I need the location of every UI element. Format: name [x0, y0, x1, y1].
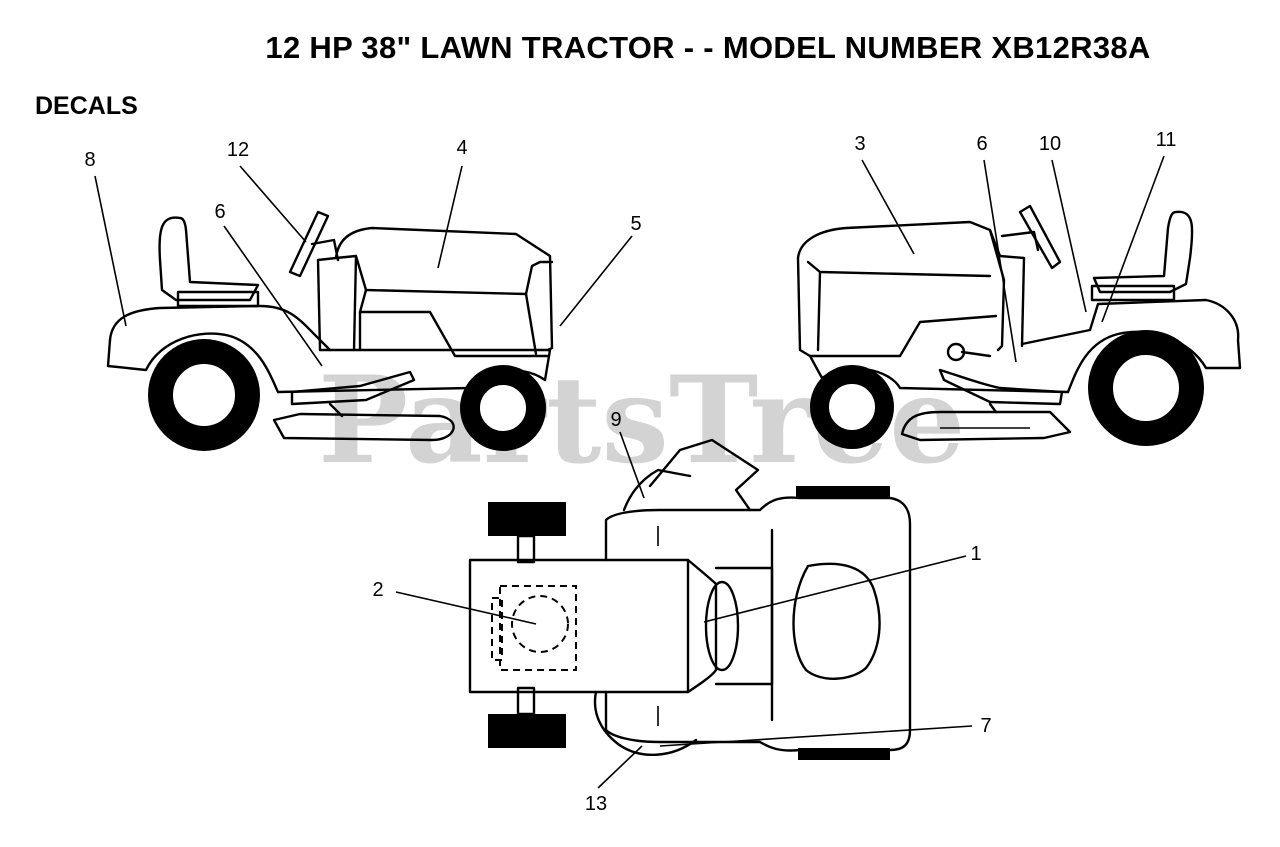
section-heading: DECALS [35, 92, 138, 120]
callout-10: 10 [1039, 133, 1061, 155]
page-title: 12 HP 38" LAWN TRACTOR - - MODEL NUMBER … [265, 30, 1151, 65]
callout-2: 2 [372, 579, 383, 601]
tractor-left-view [106, 210, 554, 451]
callout-5: 5 [630, 213, 641, 235]
callout-9: 9 [610, 409, 621, 431]
callout-6-left: 6 [214, 201, 225, 223]
callout-12: 12 [227, 139, 249, 161]
callout-11: 11 [1156, 129, 1177, 151]
tractor-right-view [796, 204, 1242, 449]
callout-3: 3 [854, 133, 865, 155]
callout-1: 1 [970, 543, 981, 565]
callout-4: 4 [456, 137, 467, 159]
callout-leaders [94, 155, 1165, 789]
callout-labels: 8 12 6 4 5 3 6 10 11 9 2 1 7 13 [84, 129, 1176, 815]
callout-13: 13 [585, 793, 607, 815]
callout-7: 7 [980, 715, 991, 737]
callout-8: 8 [84, 149, 95, 171]
callout-6-right: 6 [976, 133, 987, 155]
